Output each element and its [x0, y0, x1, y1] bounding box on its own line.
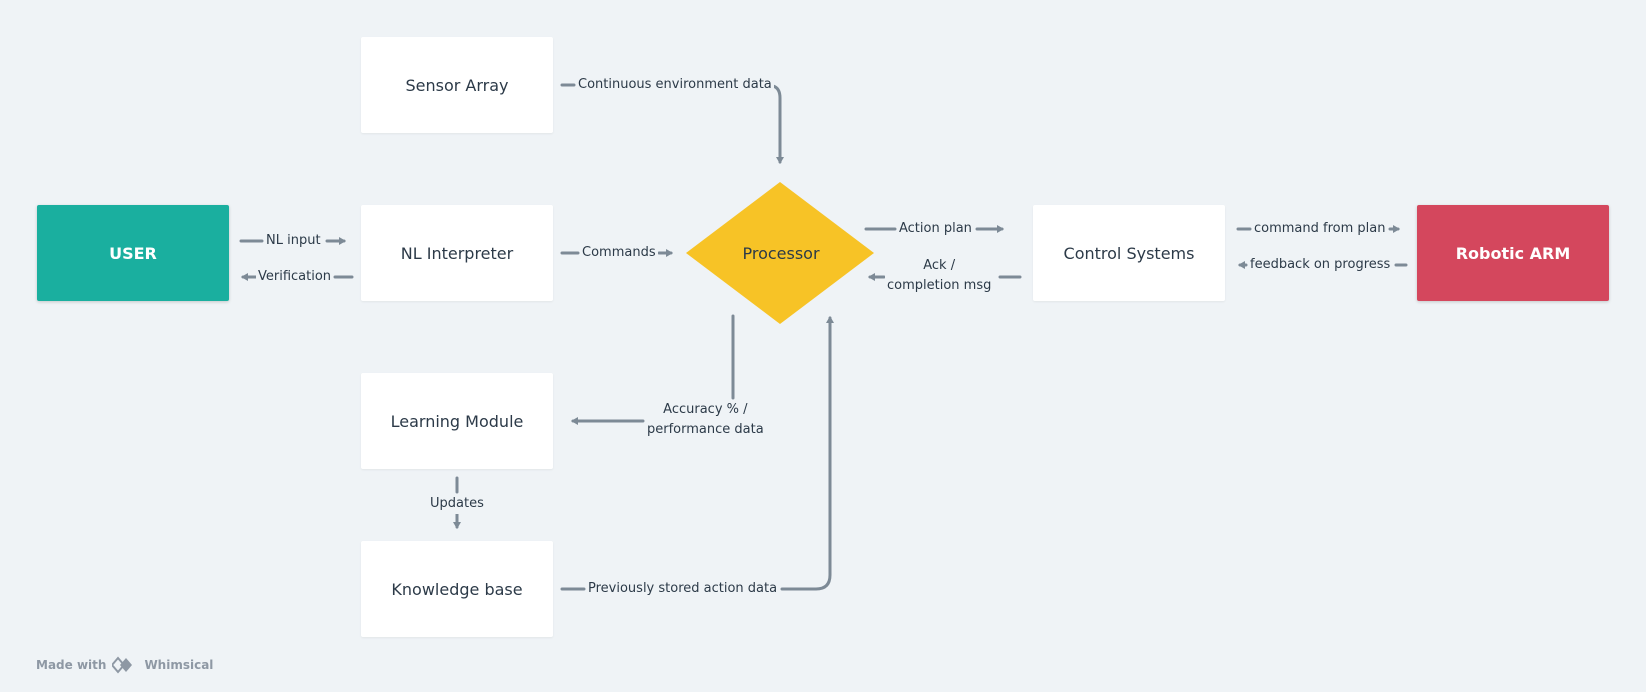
edge-label-ack-line1: Ack /: [923, 258, 956, 273]
processor-diamond[interactable]: [686, 182, 874, 324]
edge-label-nl-input: NL input: [264, 231, 323, 251]
edge-label-feedback: feedback on progress: [1248, 255, 1393, 275]
edge-label-command-from-plan: command from plan: [1252, 219, 1388, 239]
processor-label: Processor: [742, 243, 820, 263]
sensor-array-node[interactable]: Sensor Array: [361, 37, 553, 133]
edge-label-updates: Updates: [428, 494, 486, 514]
learning-module-node[interactable]: Learning Module: [361, 373, 553, 469]
edge-label-verification: Verification: [256, 267, 334, 287]
edge-continuous-env-b: [771, 84, 784, 164]
edge-label-continuous-env: Continuous environment data: [576, 75, 774, 95]
edge-label-action-plan: Action plan: [897, 219, 974, 239]
footer-made-with-text: Made with: [36, 658, 107, 672]
control-systems-node[interactable]: Control Systems: [1033, 205, 1225, 301]
edge-label-commands: Commands: [580, 243, 658, 263]
edge-label-accuracy-line1: Accuracy % /: [663, 402, 748, 417]
robotic-arm-node[interactable]: Robotic ARM: [1417, 205, 1609, 301]
knowledge-base-node[interactable]: Knowledge base: [361, 541, 553, 637]
footer-brand-text: Whimsical: [144, 658, 214, 672]
edge-label-accuracy: Accuracy % / performance data: [645, 400, 766, 440]
whimsical-logo-icon: [112, 656, 133, 674]
edge-previously-stored-b: [780, 316, 834, 591]
footer-made-with[interactable]: Made with Whimsical: [36, 656, 213, 674]
nl-interpreter-node[interactable]: NL Interpreter: [361, 205, 553, 301]
edge-label-accuracy-line2: performance data: [647, 422, 764, 437]
edge-label-previously-stored: Previously stored action data: [586, 579, 780, 599]
edge-label-ack-line2: completion msg: [887, 278, 992, 293]
edge-label-ack: Ack / completion msg: [885, 256, 994, 296]
user-node[interactable]: USER: [37, 205, 229, 301]
